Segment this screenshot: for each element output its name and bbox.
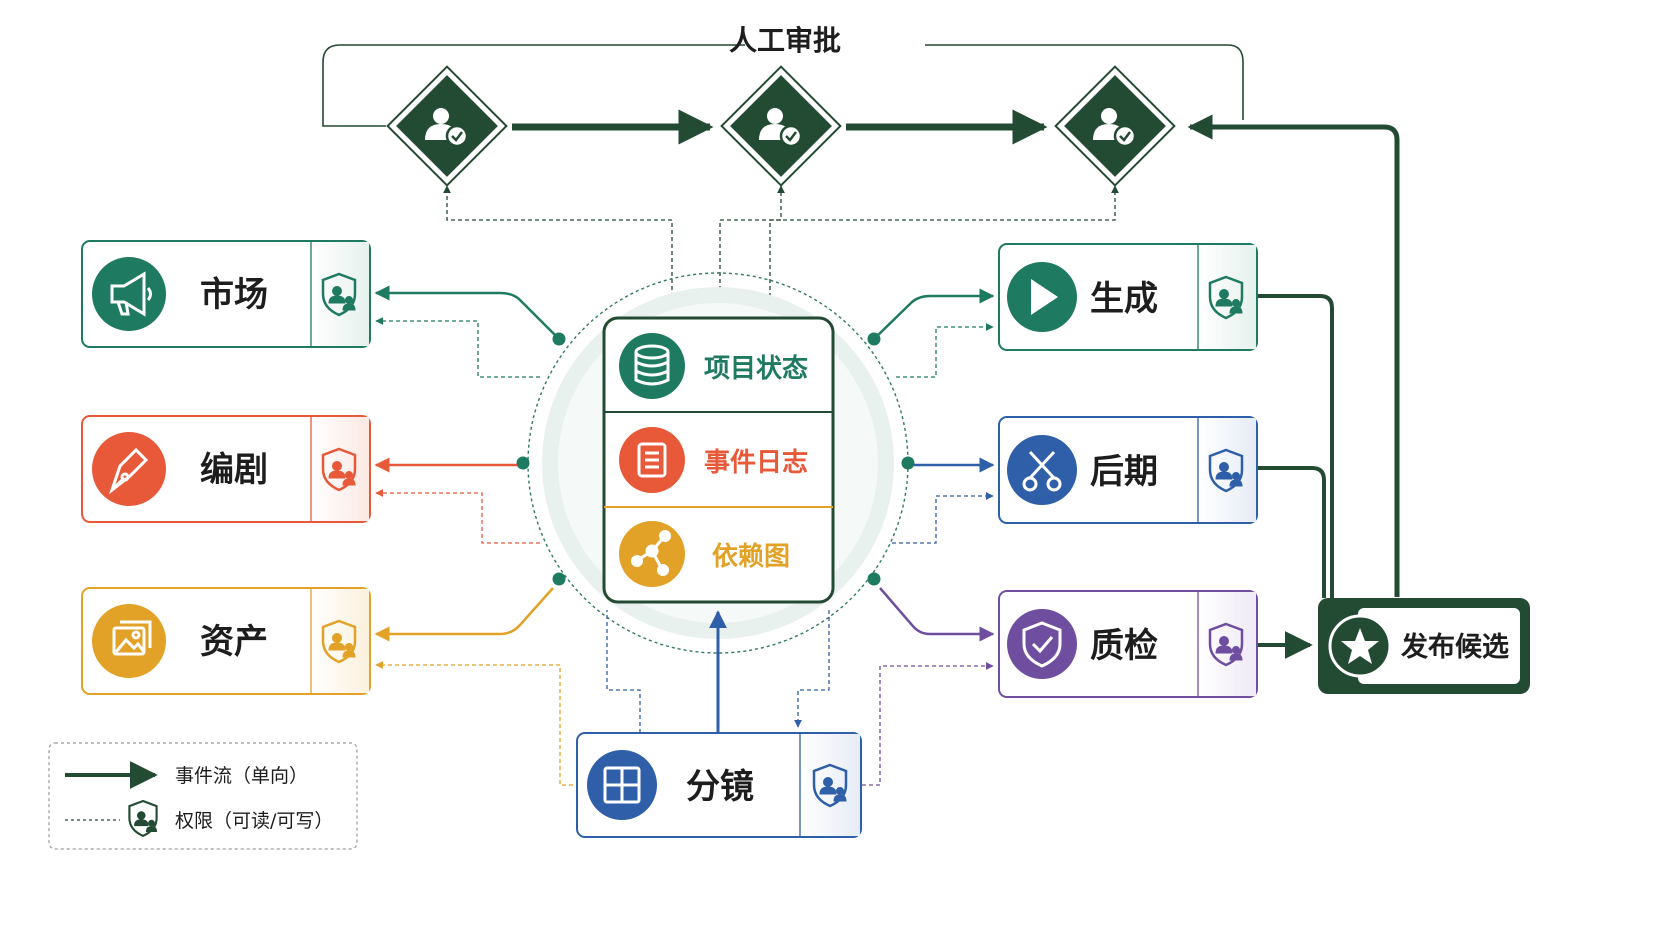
core-item-label: 依赖图 [712,542,790,572]
module-label: 生成 [1090,279,1158,319]
megaphone-icon [110,271,152,317]
module-qa[interactable]: 质检 [998,590,1258,698]
document-icon [637,442,667,478]
core-item-label: 项目状态 [704,353,808,384]
module-post[interactable]: 后期 [998,416,1258,524]
hub-to-generate-dashed [896,323,994,378]
legend-event-flow: 事件流（单向） [175,765,308,787]
module-label: 质检 [1090,626,1158,666]
approval-loop-right [925,44,1244,120]
post-to-publish-line [1258,466,1326,598]
publish-candidate[interactable]: 发布候选 [1318,598,1530,694]
hub-to-post-dashed [892,492,994,544]
module-label: 后期 [1090,452,1158,492]
core-to-approval-3-dashed [719,185,1119,318]
storyboard-to-assets-dashed [375,661,580,786]
generate-to-publish-line [1258,294,1334,598]
approval-loop-left [322,44,745,127]
legend: 事件流（单向） 权限（可读/可写） [48,742,358,850]
publish-label: 发布候选 [1400,631,1509,663]
shield-check-icon [1022,621,1062,668]
hub-dot [516,456,530,470]
module-market[interactable]: 市场 [81,240,371,348]
approval-node-3[interactable] [1054,65,1176,187]
database-icon [634,344,670,386]
legend-permission: 权限（可读/可写） [175,810,333,832]
module-label: 编剧 [200,450,268,490]
module-label: 资产 [200,622,268,662]
module-storyboard[interactable]: 分镜 [576,732,862,838]
hub-to-generate-arrow [873,288,995,340]
hub-to-market-dashed [375,317,540,378]
pen-icon [109,447,149,495]
approval-title: 人工审批 [729,24,841,57]
core-to-approval-1-dashed [443,185,673,318]
grid-icon [603,766,641,804]
storyboard-dashed-left [606,610,641,733]
approval-node-2[interactable] [720,65,842,187]
hub-to-assets-arrow [374,587,554,642]
network-icon [631,530,671,576]
scissors-icon [1022,450,1062,492]
module-label: 分镜 [686,767,754,807]
core-item-project-state[interactable]: 项目状态 [619,333,808,399]
module-assets[interactable]: 资产 [81,587,371,695]
storyboard-to-qa-dashed [862,662,994,786]
module-label: 市场 [200,275,268,315]
approval-node-1[interactable] [386,65,508,187]
hub-dot [867,572,881,586]
hub-to-market-arrow [374,285,560,340]
core-item-event-log[interactable]: 事件日志 [619,427,808,493]
hub-to-qa-arrow [879,587,995,642]
storyboard-dashed-right [794,610,830,728]
hub-dot [552,572,566,586]
core-item-dependency-graph[interactable]: 依赖图 [619,521,790,587]
star-icon [1341,628,1379,664]
module-script[interactable]: 编剧 [81,415,371,523]
hub-to-script-dashed [375,489,540,544]
core-to-approval-2-dashed [769,185,785,318]
hub-dot [901,456,915,470]
publish-to-approval-arrow [1187,114,1400,597]
play-icon [1031,279,1058,315]
module-generate[interactable]: 生成 [998,243,1258,351]
core-item-label: 事件日志 [704,448,808,478]
images-icon [112,620,152,656]
